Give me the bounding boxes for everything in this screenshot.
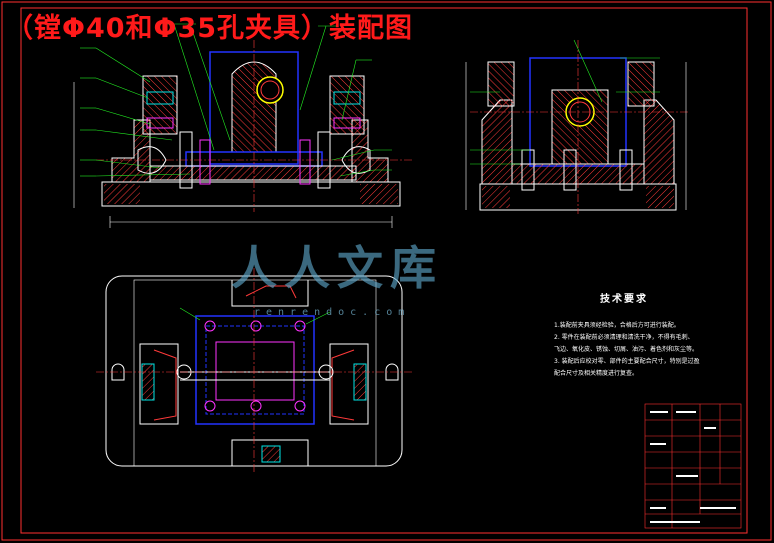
side-section-view (465, 39, 688, 214)
tech-note: 3. 装配后应校对零、部件的主要配合尺寸，特别是过盈 (554, 358, 700, 365)
tech-requirements-list: 1.装配前夹具须经检验，合格后方可进行装配。 2. 零件在装配前必须清理和清洗干… (554, 320, 734, 380)
drawing-title: （镗Φ40和Φ35孔夹具）装配图 (6, 13, 414, 44)
tech-note: 1.装配前夹具须经检验，合格后方可进行装配。 (554, 322, 680, 329)
front-section-view (73, 23, 412, 228)
watermark-url: renrendoc.com (254, 307, 411, 318)
tech-note: 配合尺寸及相关精度进行复查。 (554, 370, 639, 377)
watermark-text: 人人文库 (231, 241, 443, 295)
tech-note: 飞边、氧化皮、锈蚀、切屑、油污、着色剂和灰尘等。 (554, 346, 699, 353)
tech-requirements-heading: 技术要求 (600, 294, 648, 305)
tech-note: 2. 零件在装配前必须清理和清洗干净，不得有毛刺、 (554, 334, 694, 341)
title-block (644, 403, 742, 529)
plan-view (96, 268, 412, 474)
